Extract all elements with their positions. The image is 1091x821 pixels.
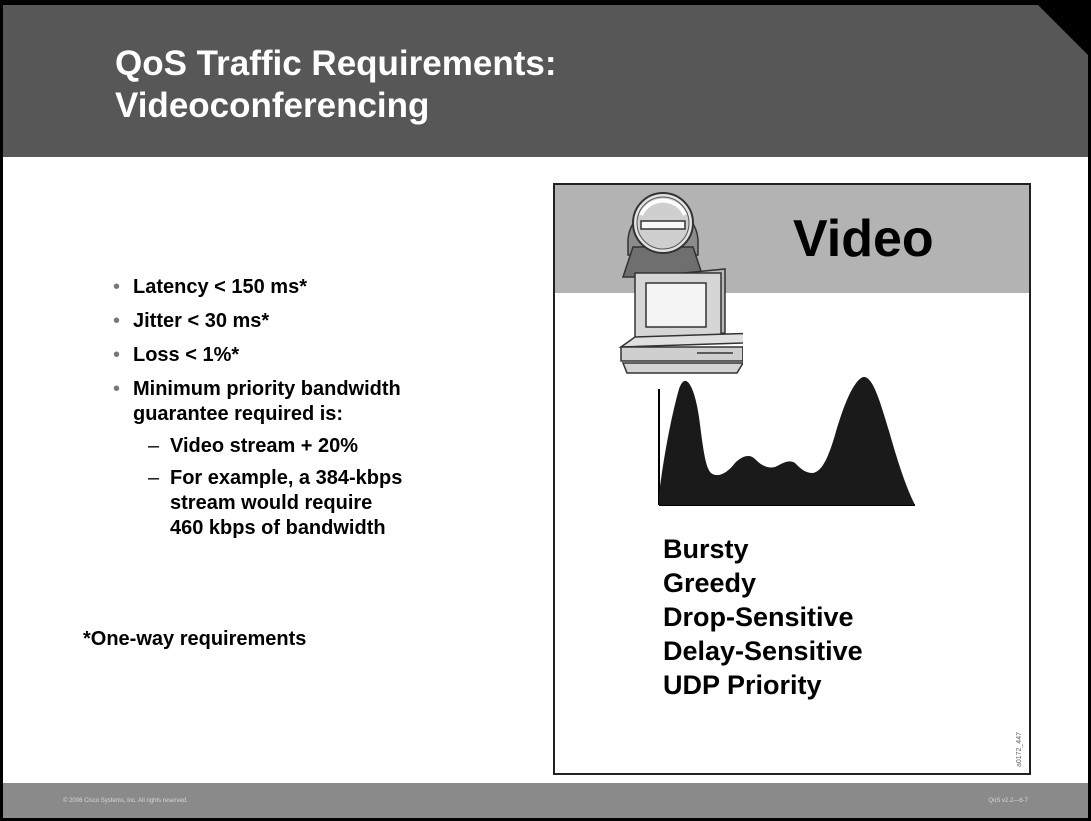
title-bar: QoS Traffic Requirements: Videoconferenc…	[3, 5, 1088, 157]
video-title: Video	[793, 210, 934, 268]
course-page-number: QoS v2.2—6-7	[988, 798, 1028, 804]
bursty-traffic-graph	[658, 377, 915, 506]
footnote: *One-way requirements	[83, 628, 307, 650]
bullet-loss: • Loss < 1%*	[113, 343, 402, 368]
trait-bursty: Bursty	[663, 534, 749, 564]
bullet-text: Jitter < 30 ms*	[133, 310, 270, 332]
subbullet-video-stream: – Video stream + 20%	[113, 434, 402, 459]
trait-delay-sensitive: Delay-Sensitive	[663, 636, 863, 666]
trait-greedy: Greedy	[663, 568, 757, 598]
subbullet-line1: For example, a 384-kbps	[170, 467, 403, 489]
bullet-marker: •	[113, 276, 121, 298]
bullet-bandwidth: • Minimum priority bandwidth guarantee r…	[113, 377, 402, 427]
requirements-list: • Latency < 150 ms* • Jitter < 30 ms* • …	[113, 275, 402, 548]
trait-udp-priority: UDP Priority	[663, 670, 822, 700]
subbullet-line3: 460 kbps of bandwidth	[170, 517, 386, 539]
video-traits: Bursty Greedy Drop-Sensitive Delay-Sensi…	[663, 532, 863, 702]
bullet-marker: •	[113, 310, 121, 332]
bullet-text-line1: Minimum priority bandwidth	[133, 378, 401, 400]
footer-bar: © 2006 Cisco Systems, Inc. All rights re…	[3, 783, 1088, 818]
copyright-text: © 2006 Cisco Systems, Inc. All rights re…	[63, 798, 188, 804]
subbullet-text: Video stream + 20%	[170, 435, 359, 457]
videoconference-station-icon	[618, 192, 743, 374]
video-panel: Video Bursty Greedy Drop-Sensitive Delay…	[553, 183, 1031, 775]
figure-code: a0172_447	[1016, 731, 1023, 767]
slide-title-line2: Videoconferencing	[115, 86, 430, 125]
trait-drop-sensitive: Drop-Sensitive	[663, 602, 854, 632]
corner-fold-icon	[1038, 5, 1088, 55]
bullet-jitter: • Jitter < 30 ms*	[113, 309, 402, 334]
dash-marker: –	[148, 467, 160, 489]
dash-marker: –	[148, 435, 160, 457]
bullet-text: Latency < 150 ms*	[133, 276, 307, 298]
bullet-latency: • Latency < 150 ms*	[113, 275, 402, 300]
bullet-marker: •	[113, 344, 121, 366]
bullet-text-line2: guarantee required is:	[133, 403, 344, 425]
subbullet-example: – For example, a 384-kbps stream would r…	[113, 466, 402, 541]
slide-title: QoS Traffic Requirements: Videoconferenc…	[115, 43, 556, 127]
bullet-marker: •	[113, 378, 121, 400]
subbullet-line2: stream would require	[170, 492, 373, 514]
slide-title-line1: QoS Traffic Requirements:	[115, 44, 557, 83]
bullet-text: Loss < 1%*	[133, 344, 240, 366]
